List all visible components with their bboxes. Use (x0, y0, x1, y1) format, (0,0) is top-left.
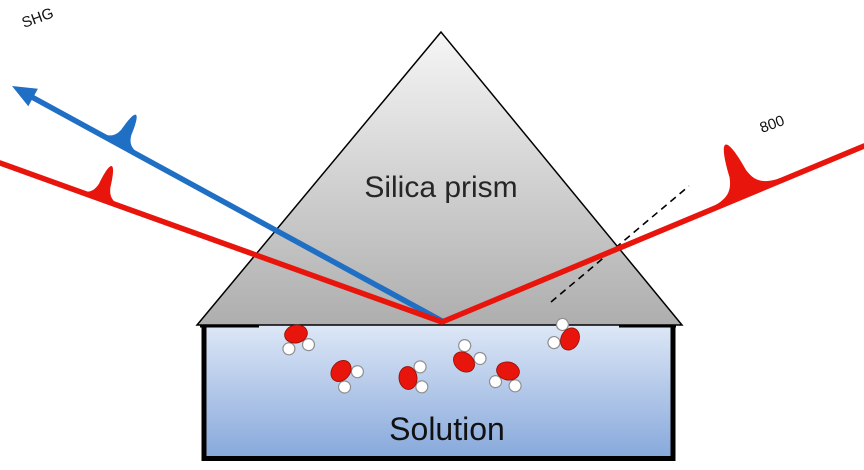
hydrogen-atom (413, 360, 427, 374)
hydrogen-atom (415, 380, 429, 394)
oxygen-atom (560, 327, 580, 351)
angle-reference-dashed-line (550, 185, 690, 303)
water-molecule (330, 360, 364, 394)
hydrogen-atom (282, 342, 296, 356)
reflected-fundamental-pulse (67, 166, 133, 211)
hydrogen-atom (508, 379, 522, 393)
oxygen-atom (284, 324, 308, 344)
input-pulse (699, 144, 793, 213)
hydrogen-atom (350, 365, 364, 379)
oxygen-atom (330, 360, 352, 382)
solution-cell (201, 325, 676, 461)
shg-beam (27, 93, 445, 324)
water-molecule (547, 317, 580, 351)
water-molecule (488, 361, 522, 393)
fundamental-beam (0, 143, 864, 325)
hydrogen-atom (473, 351, 487, 366)
hydrogen-atom (301, 338, 316, 352)
hydrogen-atom (488, 375, 503, 389)
oxygen-atom (398, 366, 418, 390)
shg-label: SHG (20, 5, 56, 32)
wavelength-800-label: 800 (758, 112, 787, 137)
oxygen-atom (496, 361, 520, 381)
hydrogen-atom (555, 317, 570, 332)
solution-label: Solution (389, 411, 505, 447)
silica-prism-label: Silica prism (364, 171, 517, 204)
water-molecule (282, 324, 316, 356)
hydrogen-atom (337, 380, 352, 394)
solution-cell-border (201, 326, 676, 461)
shg-beam-arrowhead (12, 86, 38, 107)
shg-pulse (91, 114, 149, 160)
hydrogen-atom (547, 335, 561, 350)
oxygen-atom (453, 351, 475, 373)
water-molecule (398, 360, 429, 394)
water-molecules (282, 317, 580, 394)
water-molecule (453, 339, 487, 373)
hydrogen-atom (458, 339, 472, 353)
